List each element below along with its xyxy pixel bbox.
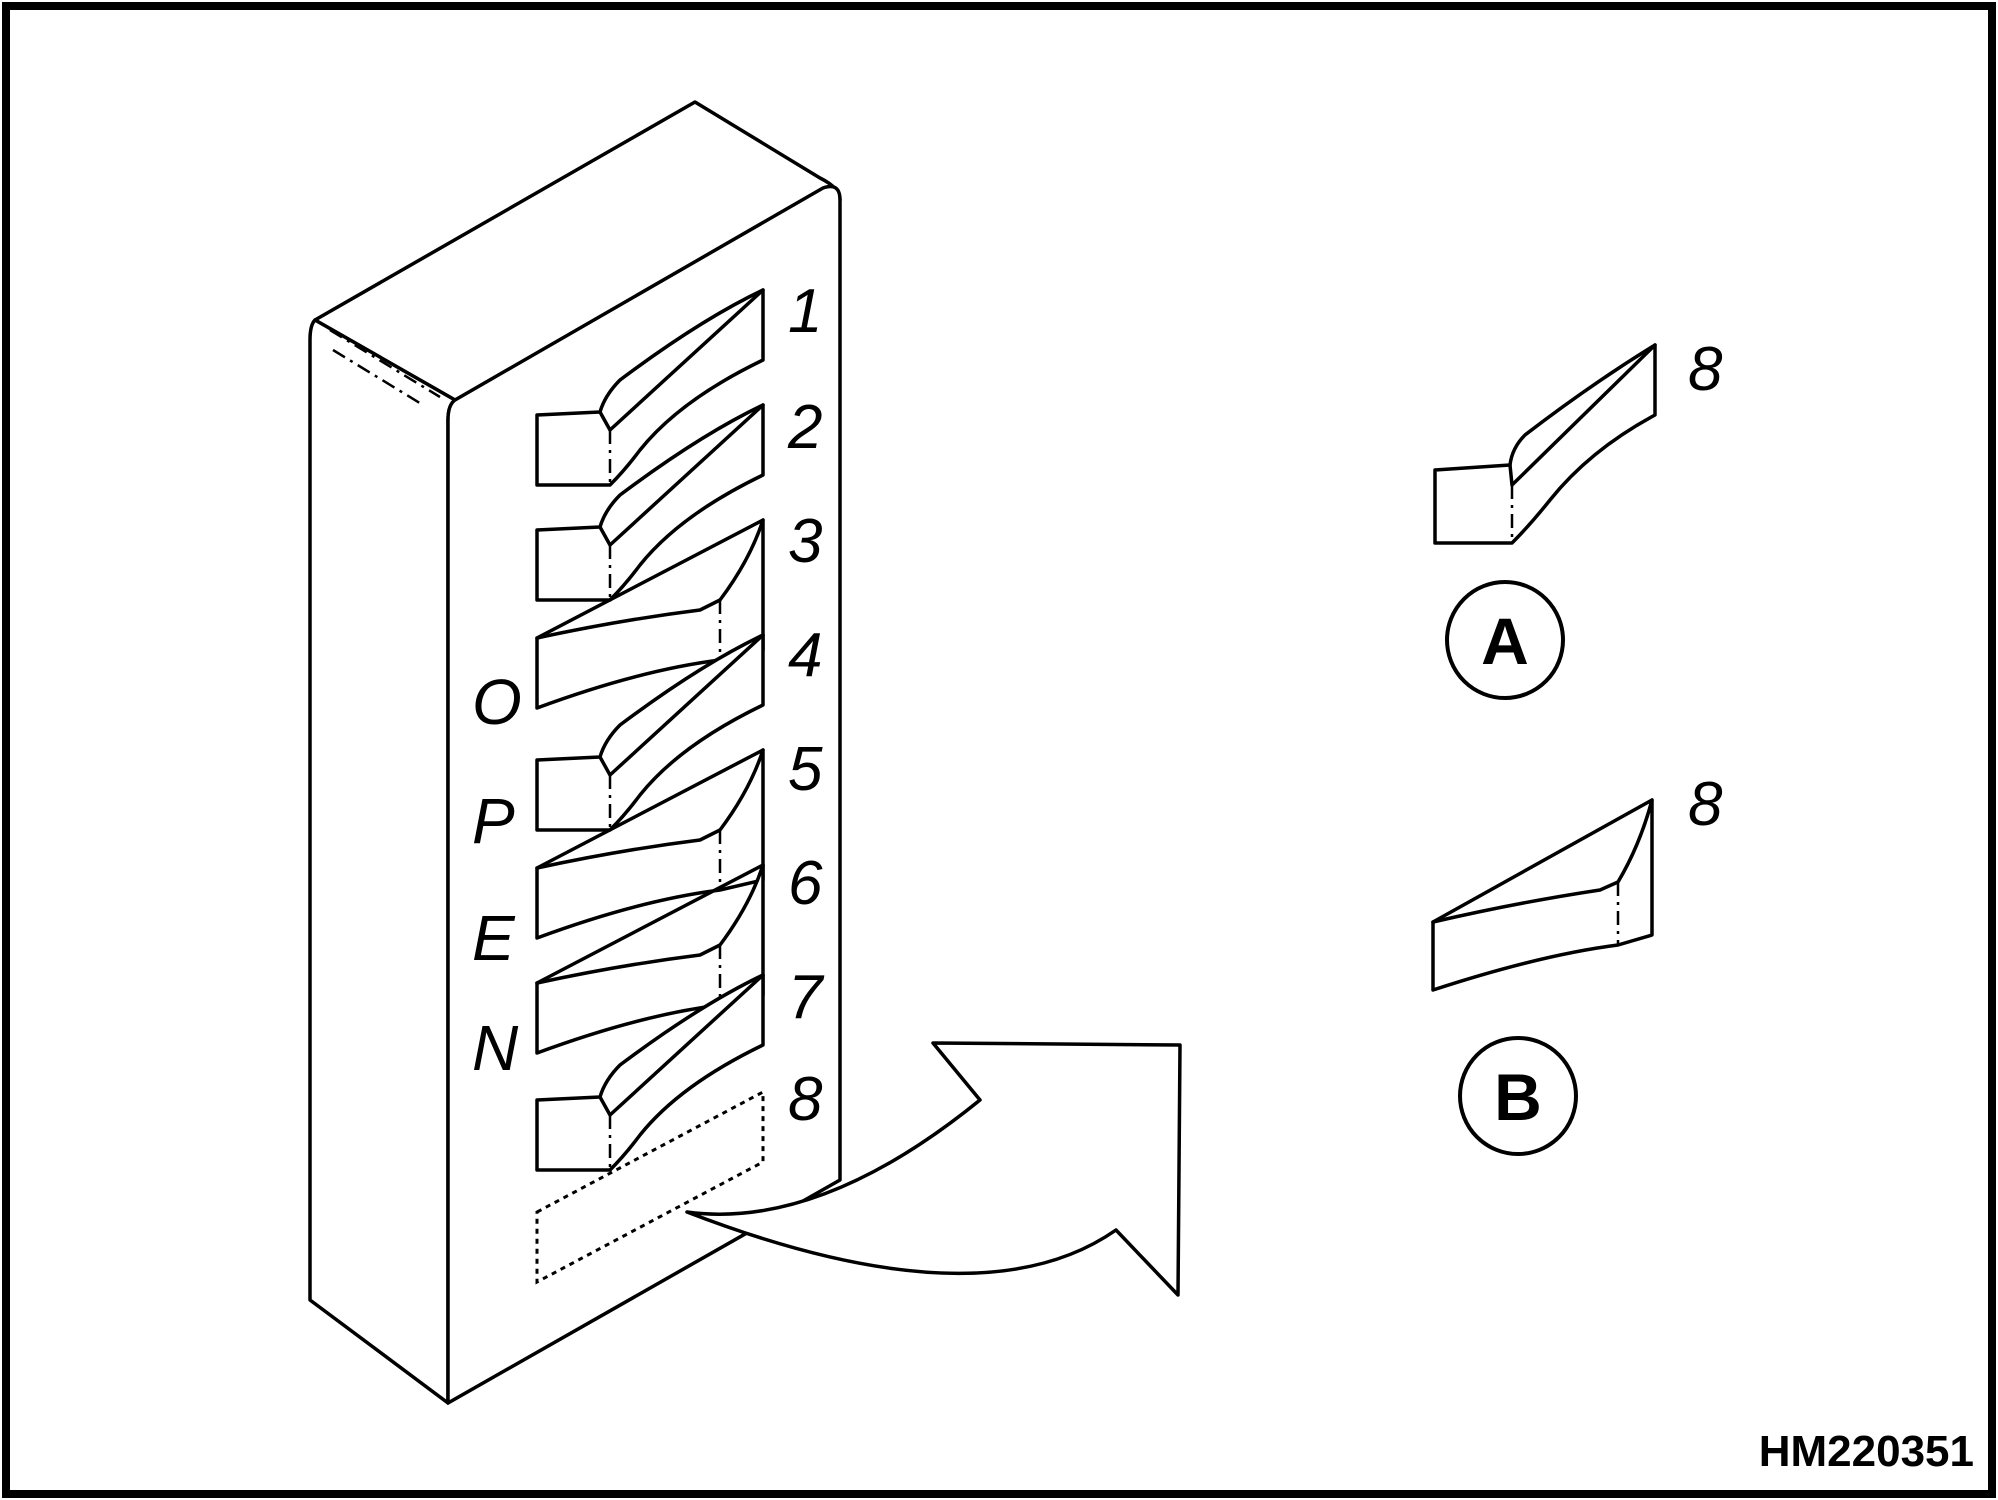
switch-lever-5 bbox=[535, 748, 765, 940]
switch-number-7: 7 bbox=[788, 963, 825, 1032]
switch-number-5: 5 bbox=[788, 735, 823, 804]
open-letter-n: N bbox=[472, 1012, 519, 1084]
callout-b: B bbox=[1458, 1036, 1578, 1156]
edge-mark-2 bbox=[332, 348, 424, 407]
open-label: O P E N bbox=[472, 666, 522, 1084]
detail-lever-b bbox=[1431, 798, 1654, 992]
switch-levers bbox=[535, 288, 765, 1172]
open-letter-o: O bbox=[472, 666, 522, 738]
switch-lever-4 bbox=[535, 633, 765, 832]
switch-number-8: 8 bbox=[788, 1065, 823, 1134]
open-letter-e: E bbox=[472, 902, 516, 974]
detail-b-switch-number: 8 bbox=[1688, 770, 1723, 839]
detail-lever-a bbox=[1433, 343, 1657, 545]
switch-lever-3 bbox=[535, 518, 765, 710]
detail-a-switch-number: 8 bbox=[1688, 335, 1723, 404]
empty-slot-outline bbox=[535, 1089, 765, 1285]
callout-a: A bbox=[1445, 580, 1565, 700]
curved-arrow bbox=[685, 1041, 1182, 1297]
callout-a-letter: A bbox=[1481, 604, 1529, 678]
figure-code: HM220351 bbox=[1759, 1427, 1974, 1476]
callout-b-letter: B bbox=[1494, 1060, 1542, 1134]
callout-b-circle bbox=[1458, 1036, 1578, 1156]
open-letter-p: P bbox=[472, 785, 515, 857]
switch-lever-7 bbox=[535, 973, 765, 1172]
switch-number-1: 1 bbox=[788, 277, 822, 346]
edge-mark-1 bbox=[329, 328, 441, 399]
body-side-face bbox=[308, 318, 457, 1405]
switch-number-4: 4 bbox=[788, 621, 822, 690]
callout-a-circle bbox=[1445, 580, 1565, 700]
switch-number-2: 2 bbox=[787, 393, 822, 462]
switch-number-labels: 1 2 3 4 5 6 7 8 bbox=[787, 277, 825, 1134]
switch-number-6: 6 bbox=[788, 849, 823, 918]
switch-lever-1 bbox=[535, 288, 765, 487]
switch-lever-2 bbox=[535, 403, 765, 602]
switch-number-3: 3 bbox=[788, 507, 822, 576]
